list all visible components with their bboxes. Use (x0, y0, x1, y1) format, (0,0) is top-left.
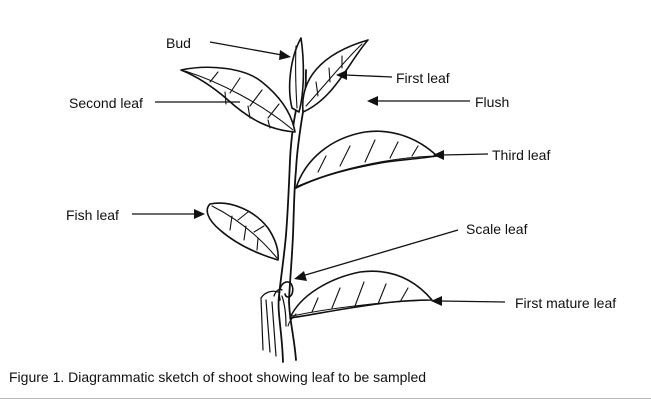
figure-caption: Figure 1. Diagrammatic sketch of shoot s… (9, 369, 427, 385)
third-leaf-shape (295, 130, 438, 189)
fish-leaf-arrow (132, 209, 205, 219)
fish-leaf-shape (206, 202, 279, 261)
first-leaf-shape (301, 39, 369, 113)
first-leaf-arrow (336, 70, 393, 80)
bud-label: Bud (166, 35, 191, 51)
first-mature-leaf-arrow (431, 296, 506, 306)
flush-arrow (367, 96, 470, 106)
fish-leaf-label: Fish leaf (66, 207, 119, 223)
first-mature-leaf-shape (287, 270, 433, 327)
scale-leaf-label: Scale leaf (466, 221, 528, 237)
first-leaf-label: First leaf (396, 70, 450, 86)
second-leaf-shape (180, 66, 296, 133)
scale-leaf-arrow (294, 229, 459, 281)
third-leaf-arrow (433, 150, 489, 160)
first-mature-leaf-label: First mature leaf (515, 295, 617, 311)
bud-shape (288, 37, 305, 113)
third-leaf-label: Third leaf (492, 147, 551, 163)
scale-leaf-shape (273, 281, 294, 301)
second-leaf-label: Second leaf (69, 95, 143, 111)
flush-label: Flush (475, 94, 510, 110)
bud-arrow (209, 41, 291, 60)
bottom-rule (0, 398, 651, 399)
